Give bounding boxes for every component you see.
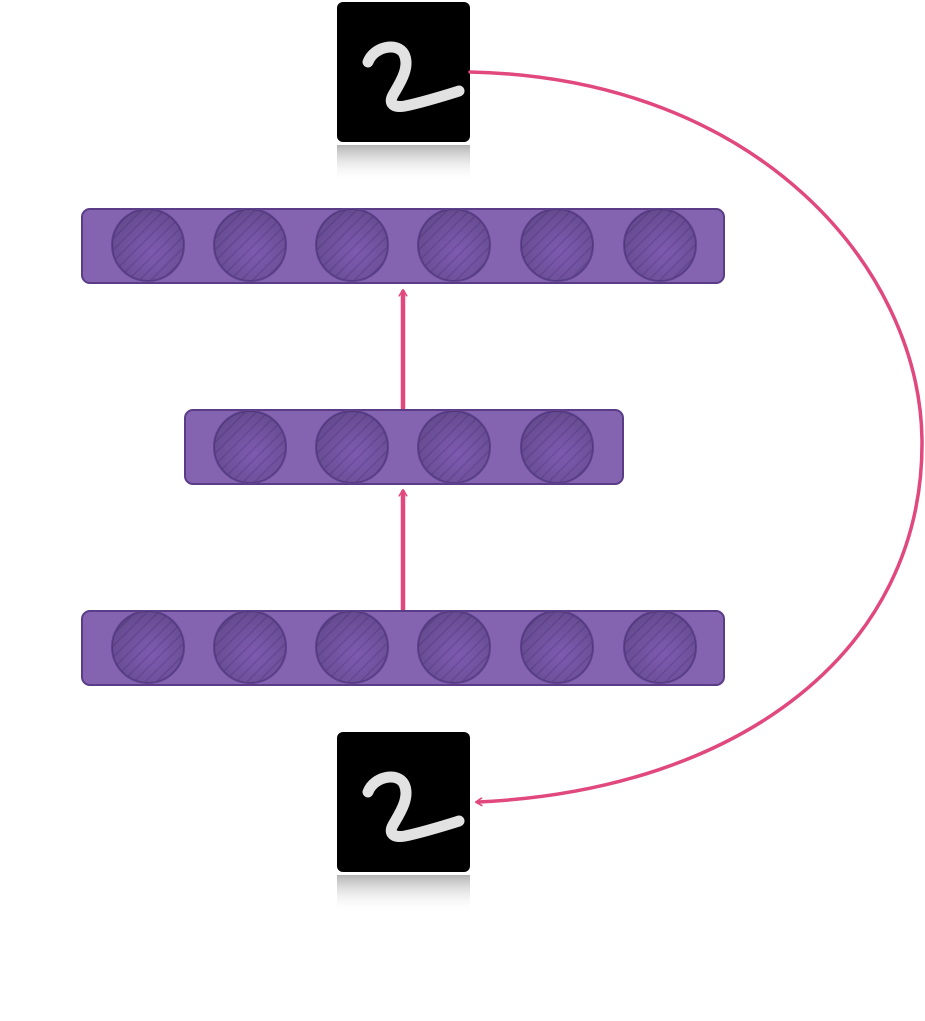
output-layer <box>81 208 725 284</box>
neuron <box>315 610 389 684</box>
hidden-layer <box>184 409 624 485</box>
reconstruction-arrow <box>468 70 924 802</box>
neuron <box>417 410 491 484</box>
neuron <box>315 208 389 282</box>
neuron <box>623 610 697 684</box>
input-layer <box>81 610 725 686</box>
neuron <box>623 208 697 282</box>
input-image <box>337 732 470 913</box>
neuron <box>520 208 594 282</box>
neuron <box>520 410 594 484</box>
neuron <box>417 610 491 684</box>
neuron <box>417 208 491 282</box>
neuron <box>111 208 185 282</box>
neuron <box>315 410 389 484</box>
output-image <box>337 2 470 183</box>
neuron <box>213 610 287 684</box>
digit-two-glyph <box>362 41 465 112</box>
neuron <box>520 610 594 684</box>
neuron <box>213 208 287 282</box>
neuron <box>213 410 287 484</box>
neuron <box>111 610 185 684</box>
digit-two-glyph <box>362 771 465 842</box>
